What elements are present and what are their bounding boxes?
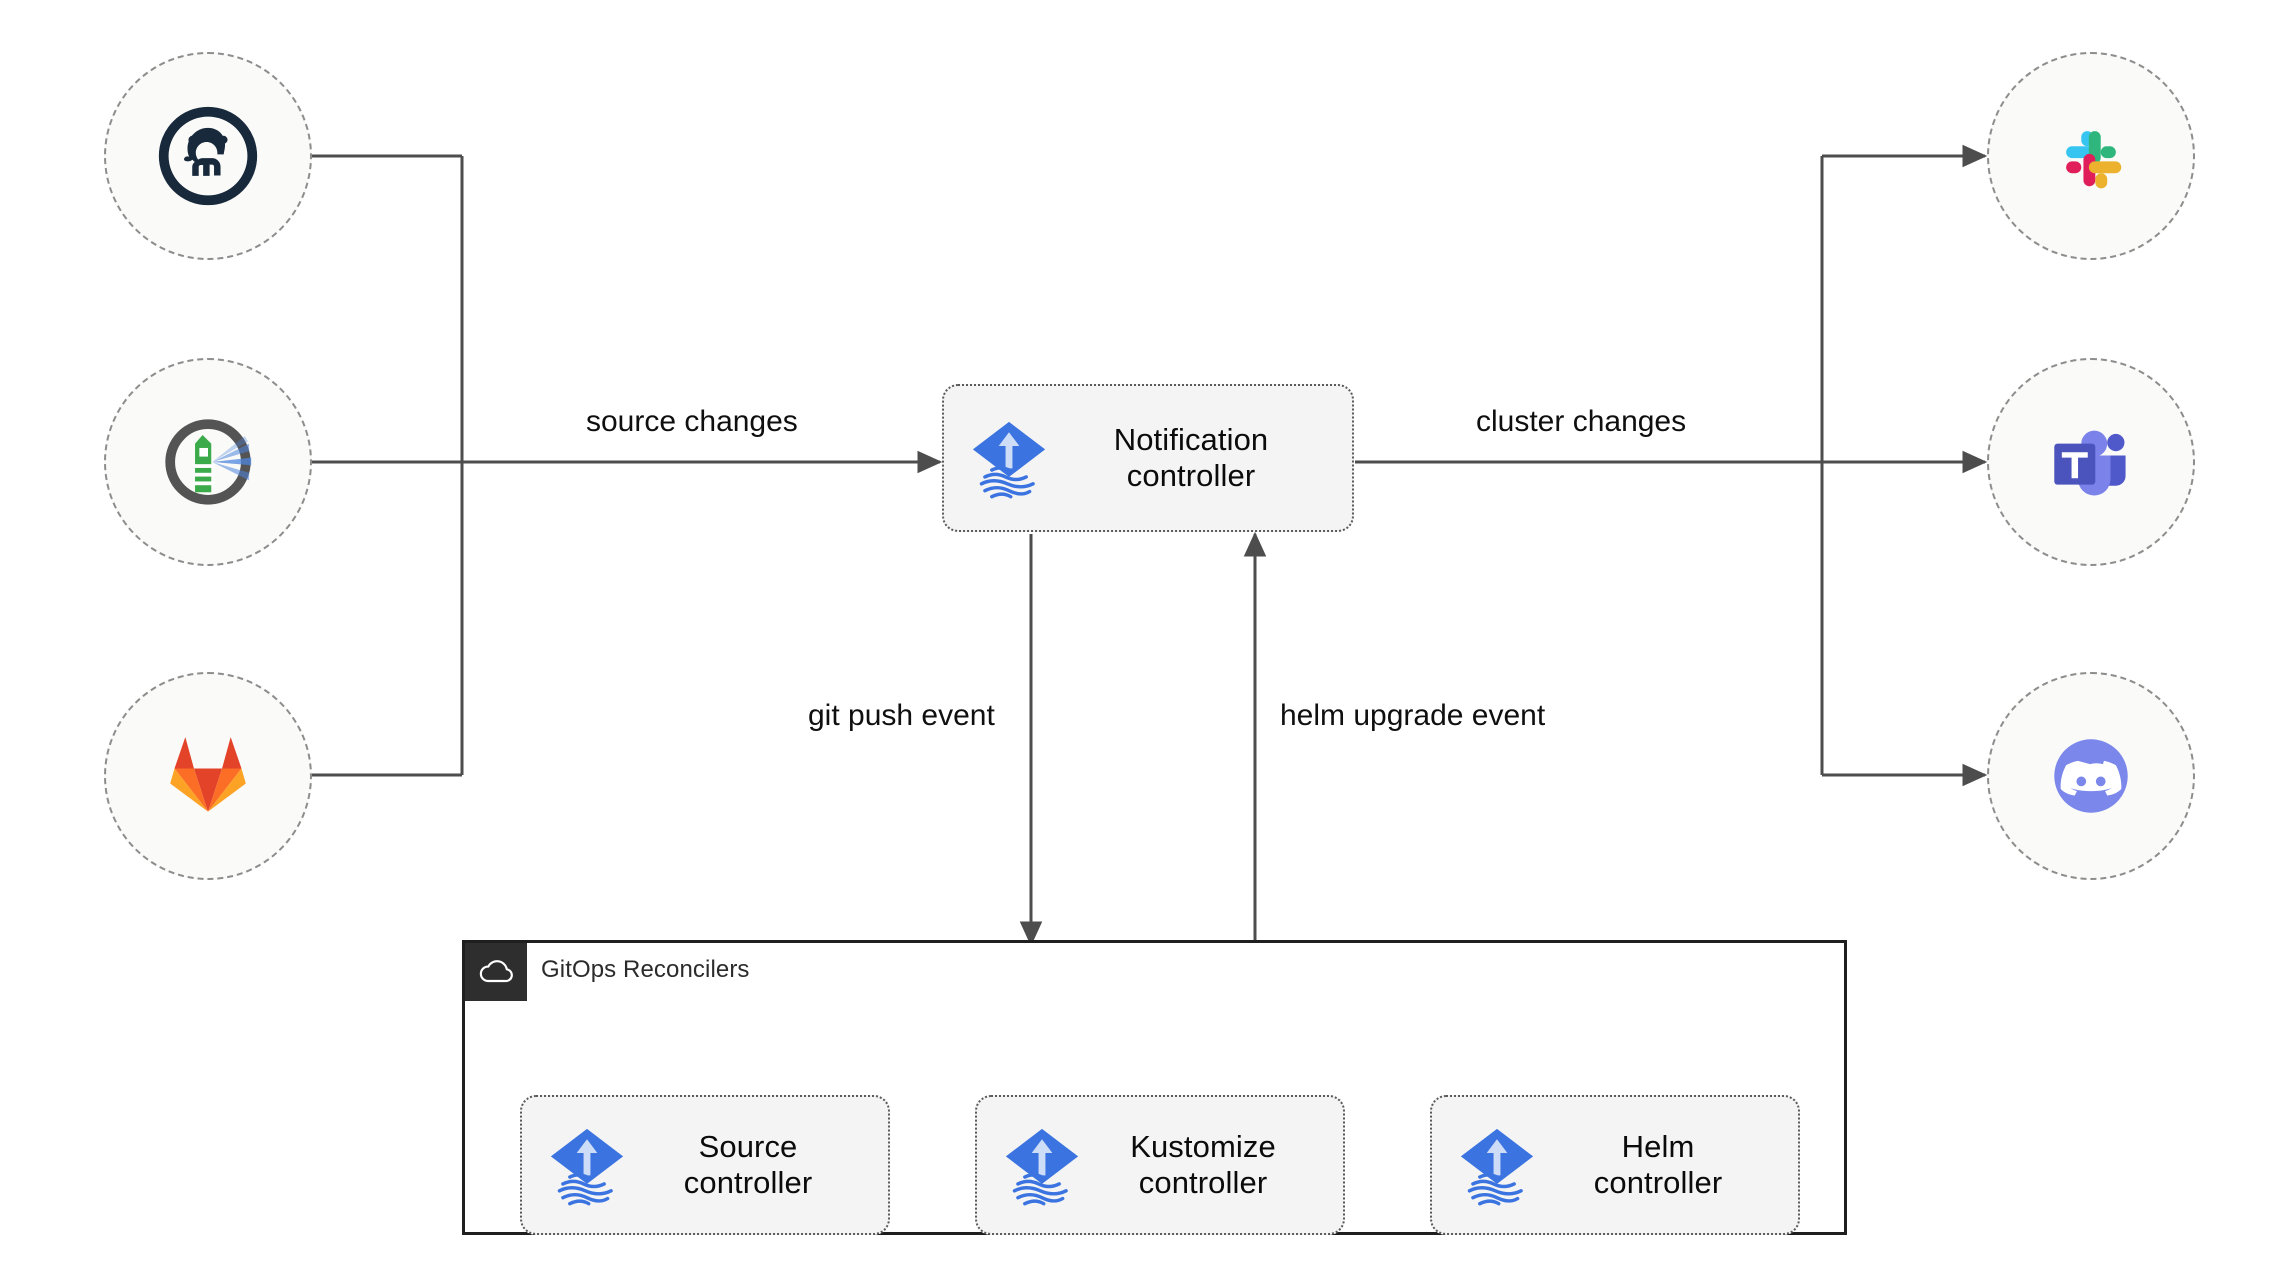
helm-controller-line1: Helm [1621, 1129, 1695, 1165]
flux-icon [1460, 1128, 1534, 1206]
edge-cluster-changes [1355, 144, 1988, 787]
edge-label-git-push-event: git push event [800, 697, 1003, 735]
edge-label-helm-upgrade-event: helm upgrade event [1272, 697, 1554, 735]
edge-label-source-changes: source changes [578, 403, 806, 441]
source-node-flux-source[interactable] [104, 358, 312, 566]
microsoft-teams-icon [2054, 430, 2126, 496]
source-controller-box[interactable]: Source controller [520, 1095, 890, 1235]
notification-controller-line2: controller [1126, 458, 1256, 493]
kustomize-controller-line2: controller [1138, 1165, 1268, 1200]
helm-controller-box[interactable]: Helm controller [1430, 1095, 1800, 1235]
destination-node-teams[interactable] [1987, 358, 2195, 566]
notification-controller-box[interactable]: Notification controller [942, 384, 1354, 532]
kustomize-controller-box[interactable]: Kustomize controller [975, 1095, 1345, 1235]
kustomize-controller-line1: Kustomize [1130, 1129, 1276, 1165]
helm-controller-label: Helm controller [1540, 1129, 1786, 1200]
flux-lighthouse-icon [165, 419, 252, 505]
container-title: GitOps Reconcilers [541, 956, 750, 983]
edge-source-changes [312, 154, 943, 777]
source-node-github[interactable] [104, 52, 312, 260]
flux-icon [972, 421, 1046, 499]
slack-icon [2066, 131, 2122, 189]
source-node-gitlab[interactable] [104, 672, 312, 880]
notification-controller-label: Notification controller [1052, 422, 1340, 493]
cloud-icon [479, 960, 513, 983]
gitops-reconcilers-container: GitOps Reconcilers Source controller [462, 940, 1847, 1235]
source-controller-line2: controller [683, 1165, 813, 1200]
helm-controller-line2: controller [1593, 1165, 1723, 1200]
destination-node-discord[interactable] [1987, 672, 2195, 880]
kustomize-controller-label: Kustomize controller [1085, 1129, 1331, 1200]
notification-controller-line1: Notification [1113, 422, 1269, 458]
flux-icon [1005, 1128, 1079, 1206]
discord-icon [2054, 739, 2128, 813]
cloud-icon-tab [465, 943, 527, 1001]
gitlab-icon [170, 737, 246, 812]
destination-node-slack[interactable] [1987, 52, 2195, 260]
edge-label-cluster-changes: cluster changes [1468, 403, 1695, 441]
source-controller-line1: Source [698, 1129, 798, 1165]
source-controller-label: Source controller [630, 1129, 876, 1200]
flux-icon [550, 1128, 624, 1206]
github-icon [158, 106, 258, 206]
